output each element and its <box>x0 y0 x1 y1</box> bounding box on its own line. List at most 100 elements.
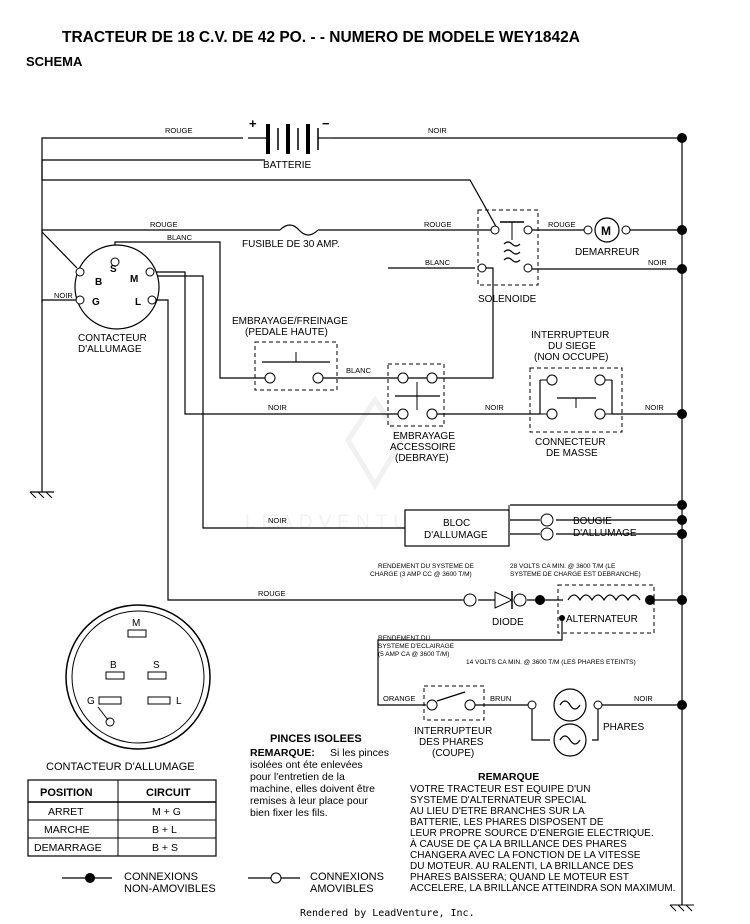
seat-switch-label-2: DU SIEGE <box>548 341 596 352</box>
clutch-brake-switch: EMBRAYAGE/FREINAGE (PEDALE HAUTE) <box>232 316 348 391</box>
terminal-m: M <box>130 274 138 285</box>
ignition-block: BLOC D'ALLUMAGE BOUGIE D'ALLUMAGE <box>404 505 637 547</box>
fixed-connections <box>535 133 687 710</box>
terminal-b: B <box>95 277 102 288</box>
accessory-clutch-label-2: ACCESSOIRE <box>390 442 456 453</box>
label-noir-seat-right: NOIR <box>645 403 664 412</box>
clutch-brake-label-2: (PEDALE HAUTE) <box>245 327 328 338</box>
terminal-l: L <box>135 297 141 308</box>
headlight-switch: INTERRUPTEUR DES PHARES (COUPE) <box>414 685 492 759</box>
battery: + − BATTERIE <box>248 116 333 171</box>
label-blanc-solenoid: BLANC <box>425 258 451 267</box>
solenoid: SOLENOIDE <box>477 209 539 305</box>
starter-motor: M DEMARREUR <box>575 217 639 258</box>
accessory-clutch-label-3: (DEBRAYE) <box>395 453 449 464</box>
label-noir-solenoid: NOIR <box>648 258 667 267</box>
label-noir-ground: NOIR <box>54 291 73 300</box>
remark-line-3: AU LIEU D'ETRE BRANCHES SUR LA <box>410 806 585 817</box>
table-row3-position: DEMARRAGE <box>34 842 102 854</box>
remark-line-6: À CAUSE DE ÇA LA BRILLANCE DES PHARES <box>410 837 627 850</box>
wires <box>30 137 683 905</box>
table-header-position: POSITION <box>40 787 93 799</box>
ignition-block-label-2: D'ALLUMAGE <box>424 530 488 541</box>
ground-connector-label-2: DE MASSE <box>546 448 598 459</box>
remark-line-2: SYSTEME D'ALTERNATEUR SPECIAL <box>410 795 587 806</box>
diagram-subtitle: SCHEMA <box>26 54 83 69</box>
diagram-title: TRACTEUR DE 18 C.V. DE 42 PO. - - NUMERO… <box>62 29 580 46</box>
seat-switch: INTERRUPTEUR DU SIEGE (NON OCCUPE) CONNE… <box>529 330 623 459</box>
legend-fixed-2: NON-AMOVIBLES <box>124 883 216 895</box>
position-table: POSITION CIRCUIT ARRET M + G MARCHE B + … <box>27 779 217 857</box>
volts28-note-2: SYSTEME DE CHARGE EST DEBRANCHE) <box>510 571 641 578</box>
ignition-switch-label-2: D'ALLUMAGE <box>78 344 142 355</box>
remark-line-4: BATTERIE, LES PHARES DISPOSENT DE <box>410 817 604 828</box>
footer-rendered-by: Rendered by LeadVenture, Inc. <box>300 908 475 919</box>
detail-pin-g: G <box>87 696 95 707</box>
lighting-output-note-3: (5 AMP CA @ 3600 T/M) <box>378 651 449 658</box>
starter-symbol: M <box>601 224 611 238</box>
wire-labels: ROUGE NOIR ROUGE BLANC ROUGE ROUGE BLANC… <box>54 126 667 703</box>
fuse: FUSIBLE DE 30 AMP. <box>242 224 340 250</box>
legend-removable-1: CONNEXIONS <box>310 871 384 883</box>
diode: DIODE <box>463 591 527 628</box>
seat-switch-label-1: INTERRUPTEUR <box>531 330 609 341</box>
battery-label: BATTERIE <box>263 160 311 171</box>
clamps-remark-label: REMARQUE: <box>250 747 315 759</box>
volts14-note: 14 VOLTS CA MIN. @ 3600 T/M (LES PHARES … <box>466 659 636 666</box>
label-brun: BRUN <box>490 694 511 703</box>
remark-line-8: DU MOTEUR. AU RALENTI, LA BRILLANCE DES <box>410 861 634 872</box>
label-rouge-battery: ROUGE <box>165 126 193 135</box>
fuse-label: FUSIBLE DE 30 AMP. <box>242 239 340 250</box>
accessory-clutch-switch: EMBRAYAGE ACCESSOIRE (DEBRAYE) <box>387 363 456 464</box>
terminal-g: G <box>92 297 100 308</box>
clamps-line-6: bien fixer les fils. <box>250 807 328 819</box>
legend: CONNEXIONS NON-AMOVIBLES CONNEXIONS AMOV… <box>62 871 384 895</box>
alternator-remark: REMARQUE VOTRE TRACTEUR EST EQUIPE D'UN … <box>410 771 675 894</box>
alternator: ALTERNATEUR <box>557 584 655 634</box>
headlight-switch-label-2: DES PHARES <box>419 737 484 748</box>
label-noir-clutch: NOIR <box>268 403 287 412</box>
battery-plus-sign: + <box>249 116 257 131</box>
table-row1-circuit: M + G <box>152 806 181 818</box>
clamps-line-2: isolées ont éte enlevées <box>250 759 363 771</box>
label-blanc-clutch: BLANC <box>346 366 372 375</box>
detail-pin-s: S <box>153 660 160 671</box>
legend-fixed-1: CONNEXIONS <box>124 871 198 883</box>
volts28-note-1: 28 VOLTS CA MIN. @ 3600 T/M (LE <box>510 563 616 570</box>
accessory-clutch-label-1: EMBRAYAGE <box>393 431 455 442</box>
label-noir-block: NOIR <box>268 516 287 525</box>
lighting-output-note-2: SYSTEME D'ECLAIRAGE <box>378 643 455 650</box>
alternator-label: ALTERNATEUR <box>566 614 638 625</box>
label-noir-phares: NOIR <box>634 694 653 703</box>
terminal-s: S <box>110 264 117 275</box>
headlights: PHARES <box>527 688 644 757</box>
table-row2-position: MARCHE <box>44 824 90 836</box>
table-header-circuit: CIRCUIT <box>146 787 191 799</box>
charge-output-note-1: RENDEMENT DU SYSTEME DE <box>378 563 475 570</box>
table-row1-position: ARRET <box>48 806 84 818</box>
headlight-switch-label-3: (COUPE) <box>432 748 474 759</box>
solenoid-label: SOLENOIDE <box>478 294 537 305</box>
label-rouge-starter: ROUGE <box>548 220 576 229</box>
label-orange: ORANGE <box>383 694 416 703</box>
clamps-line-3: pour l'entretien de la <box>250 771 345 783</box>
spark-plug-label-2: D'ALLUMAGE <box>573 528 637 539</box>
spark-plug-label-1: BOUGIE <box>573 516 612 527</box>
clamps-line-5: remises à leur place pour <box>250 795 368 807</box>
detail-pin-l: L <box>176 696 182 707</box>
detail-pin-b: B <box>110 660 117 671</box>
table-row3-circuit: B + S <box>152 842 178 854</box>
label-noir-seat: NOIR <box>485 403 504 412</box>
label-rouge-diode: ROUGE <box>258 589 286 598</box>
legend-removable-2: AMOVIBLES <box>310 883 374 895</box>
remark-line-9: PHARES BAISSERA; QUAND LE MOTEUR EST <box>410 872 629 883</box>
seat-switch-label-3: (NON OCCUPE) <box>534 352 608 363</box>
label-blanc-switch: BLANC <box>167 233 193 242</box>
charging-notes: RENDEMENT DU SYSTEME DE CHARGE (3 AMP CC… <box>370 563 641 666</box>
charge-output-note-2: CHARGE (3 AMP CC @ 3600 T/M) <box>370 571 472 578</box>
remark-title: REMARQUE <box>478 771 539 783</box>
ground-connector-label-1: CONNECTEUR <box>535 437 606 448</box>
remark-line-7: CHANGERA AVEC LA FONCTION DE LA VITESSE <box>410 850 641 861</box>
headlight-switch-label-1: INTERRUPTEUR <box>414 726 492 737</box>
starter-label: DEMARREUR <box>575 247 639 258</box>
